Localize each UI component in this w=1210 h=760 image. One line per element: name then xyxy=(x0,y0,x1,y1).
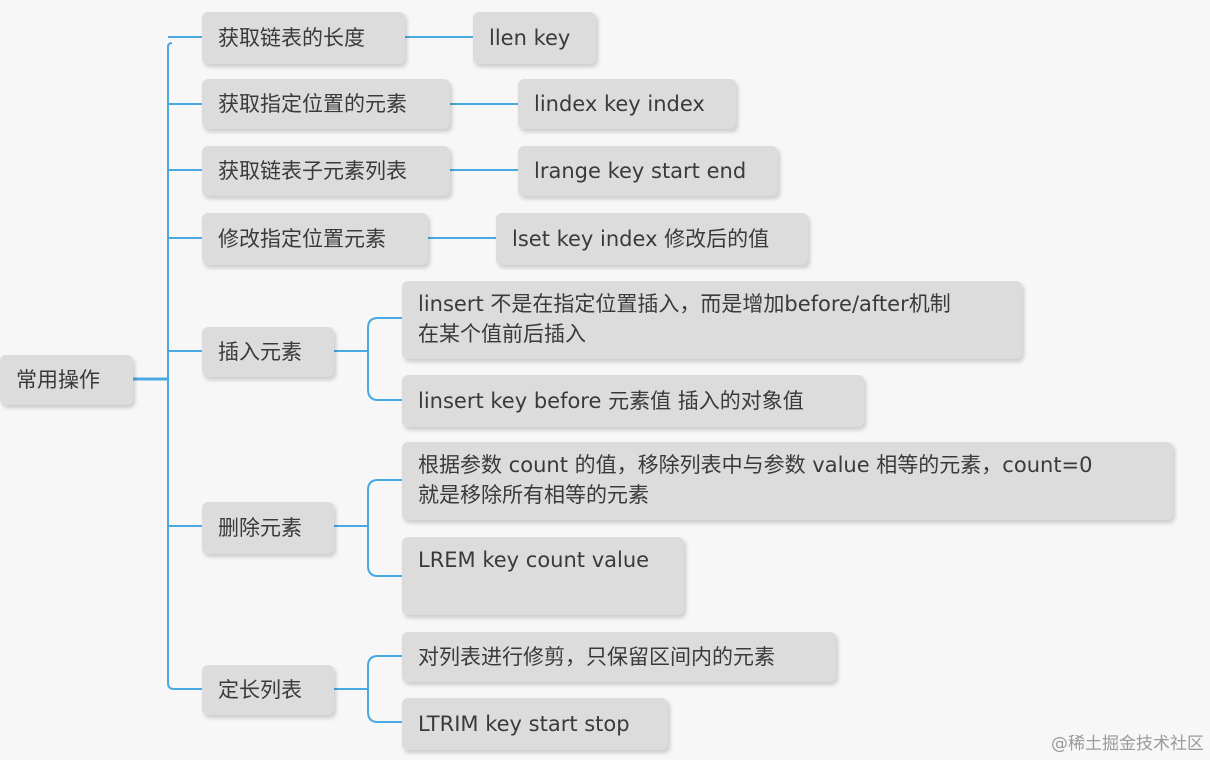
leaf-node-llen[interactable]: llen key xyxy=(473,12,596,64)
leaf-text-line-2: 在某个值前后插入 xyxy=(418,322,586,346)
leaf-node-linsert-desc[interactable]: linsert 不是在指定位置插入，而是增加before/after机制 在某个… xyxy=(402,281,1022,359)
branch-node-set[interactable]: 修改指定位置元素 xyxy=(202,213,428,265)
leaf-text: 对列表进行修剪，只保留区间内的元素 xyxy=(418,645,775,669)
branch-node-length[interactable]: 获取链表的长度 xyxy=(202,12,405,64)
branch-label: 获取指定位置的元素 xyxy=(218,92,407,116)
connector-fork-4a xyxy=(367,317,402,401)
leaf-text: linsert key before 元素值 插入的对象值 xyxy=(418,389,804,413)
leaf-node-ltrim-desc[interactable]: 对列表进行修剪，只保留区间内的元素 xyxy=(402,632,836,682)
connector-spine xyxy=(167,42,175,690)
leaf-text: lindex key index xyxy=(534,92,705,116)
branch-label: 定长列表 xyxy=(218,678,302,702)
leaf-node-linsert-cmd[interactable]: linsert key before 元素值 插入的对象值 xyxy=(402,375,864,427)
leaf-text: LTRIM key start stop xyxy=(418,712,630,736)
leaf-text: LREM key count value xyxy=(418,548,650,572)
leaf-text-line-1: 根据参数 count 的值，移除列表中与参数 value 相等的元素，count… xyxy=(418,453,1093,477)
branch-label: 删除元素 xyxy=(218,516,302,540)
leaf-node-lset[interactable]: lset key index 修改后的值 xyxy=(496,213,808,265)
branch-label: 修改指定位置元素 xyxy=(218,227,386,251)
leaf-node-ltrim-cmd[interactable]: LTRIM key start stop xyxy=(402,698,668,750)
branch-node-insert[interactable]: 插入元素 xyxy=(202,327,334,377)
branch-node-range[interactable]: 获取链表子元素列表 xyxy=(202,146,450,196)
leaf-text: lrange key start end xyxy=(534,159,747,183)
root-node[interactable]: 常用操作 xyxy=(0,355,133,405)
leaf-text: llen key xyxy=(489,26,571,50)
connector-fork-5a xyxy=(367,479,402,577)
leaf-node-lindex[interactable]: lindex key index xyxy=(518,79,736,129)
branch-label: 插入元素 xyxy=(218,340,302,364)
branch-label: 获取链表子元素列表 xyxy=(218,159,407,183)
leaf-node-lrem-cmd[interactable]: LREM key count value xyxy=(402,537,684,615)
leaf-node-lrange[interactable]: lrange key start end xyxy=(518,146,778,196)
watermark: @稀土掘金技术社区 xyxy=(1051,734,1204,754)
branch-node-trim[interactable]: 定长列表 xyxy=(202,665,334,715)
connector-fork-6a xyxy=(367,655,402,723)
leaf-node-lrem-desc[interactable]: 根据参数 count 的值，移除列表中与参数 value 相等的元素，count… xyxy=(402,442,1173,520)
leaf-text: lset key index 修改后的值 xyxy=(512,227,770,251)
leaf-text-line-1: linsert 不是在指定位置插入，而是增加before/after机制 xyxy=(418,292,951,316)
leaf-text-line-2: 就是移除所有相等的元素 xyxy=(418,483,649,507)
branch-node-remove[interactable]: 删除元素 xyxy=(202,502,334,554)
root-label: 常用操作 xyxy=(16,368,100,392)
branch-node-get-by-index[interactable]: 获取指定位置的元素 xyxy=(202,79,450,129)
branch-label: 获取链表的长度 xyxy=(218,26,365,50)
